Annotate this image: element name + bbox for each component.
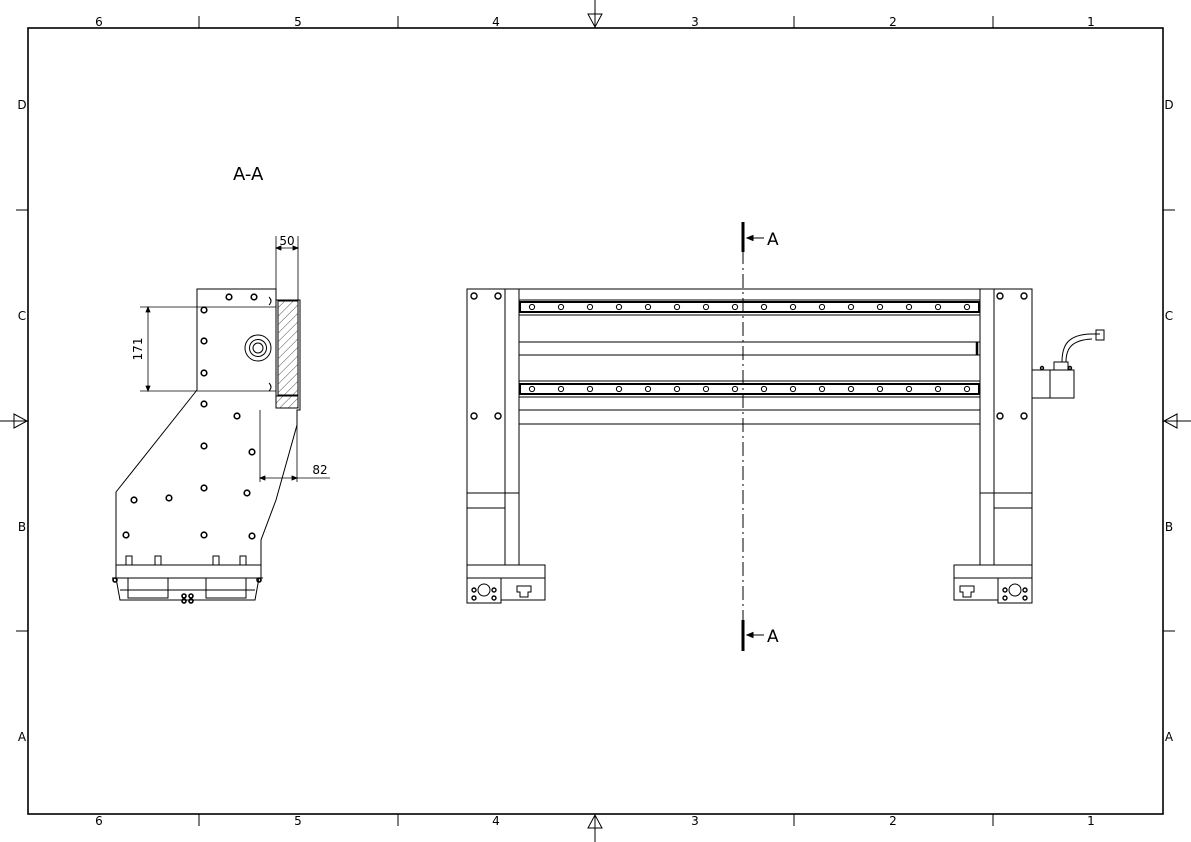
- zone-col-label: 4: [492, 814, 500, 828]
- rail-hole: [963, 303, 971, 311]
- zone-row-label: B: [18, 520, 26, 534]
- zone-col-label: 5: [294, 814, 302, 828]
- rail-hole: [702, 303, 710, 311]
- rail-hole: [760, 385, 768, 393]
- zone-col-label: 6: [95, 814, 103, 828]
- zone-row-label: C: [18, 309, 26, 323]
- zone-col-label: 4: [492, 15, 500, 29]
- zone-row-label: C: [1165, 309, 1173, 323]
- rail-hole: [905, 303, 913, 311]
- section-cut-label-bottom: A: [767, 627, 779, 647]
- zone-col-label: 2: [889, 814, 897, 828]
- rail-hole: [673, 385, 681, 393]
- rail-hole: [876, 385, 884, 393]
- rail-hole: [702, 385, 710, 393]
- rail-hole: [586, 303, 594, 311]
- section-cut-line: [741, 222, 764, 651]
- zone-row-label: D: [17, 98, 26, 112]
- rail-hole: [847, 303, 855, 311]
- rail-hole: [818, 385, 826, 393]
- rail-hole: [789, 303, 797, 311]
- rail-hole: [934, 385, 942, 393]
- rail-hole: [528, 303, 536, 311]
- zone-row-label: A: [18, 730, 27, 744]
- front-view: [466, 288, 1105, 604]
- dimension-label-171: 171: [131, 338, 145, 361]
- zone-row-label: A: [1165, 730, 1174, 744]
- centering-mark-left: [0, 413, 29, 429]
- dimension-82: [258, 410, 330, 482]
- zone-col-label: 6: [95, 15, 103, 29]
- zone-col-label: 2: [889, 15, 897, 29]
- rail-hole: [731, 385, 739, 393]
- rail-holes: [528, 303, 971, 393]
- section-view: [112, 288, 301, 601]
- rail-hole: [905, 385, 913, 393]
- front-view-holes: [470, 292, 1073, 601]
- rail-hole: [644, 303, 652, 311]
- rail-hole: [963, 385, 971, 393]
- zone-col-label: 1: [1087, 15, 1095, 29]
- rail-hole: [586, 385, 594, 393]
- rail-hole: [557, 303, 565, 311]
- rail-hole: [615, 385, 623, 393]
- section-cut-label-top: A: [767, 230, 779, 250]
- zone-row-label: D: [1164, 98, 1173, 112]
- section-view-title: A-A: [233, 164, 264, 185]
- centering-mark-bottom: [587, 813, 603, 842]
- rail-hole: [673, 303, 681, 311]
- dimension-171: [140, 305, 276, 393]
- dimension-label-50: 50: [279, 234, 294, 248]
- rail-hole: [615, 303, 623, 311]
- centering-mark-right: [1162, 413, 1191, 429]
- zone-row-label: B: [1165, 520, 1173, 534]
- rail-hole: [557, 385, 565, 393]
- rail-hole: [934, 303, 942, 311]
- rail-hole: [818, 303, 826, 311]
- dimension-label-82: 82: [312, 463, 327, 477]
- zone-col-label: 5: [294, 15, 302, 29]
- rail-hole: [528, 385, 536, 393]
- zone-col-label: 3: [691, 15, 699, 29]
- zone-col-label: 3: [691, 814, 699, 828]
- rail-hole: [731, 303, 739, 311]
- dimension-50: [274, 236, 300, 300]
- rail-hole: [847, 385, 855, 393]
- centering-mark-top: [587, 0, 603, 29]
- zone-col-label: 1: [1087, 814, 1095, 828]
- sheet-frame: [16, 16, 1175, 826]
- rail-hole: [789, 385, 797, 393]
- rail-hole: [760, 303, 768, 311]
- section-view-holes: [112, 293, 262, 604]
- rail-hole: [644, 385, 652, 393]
- rail-hole: [876, 303, 884, 311]
